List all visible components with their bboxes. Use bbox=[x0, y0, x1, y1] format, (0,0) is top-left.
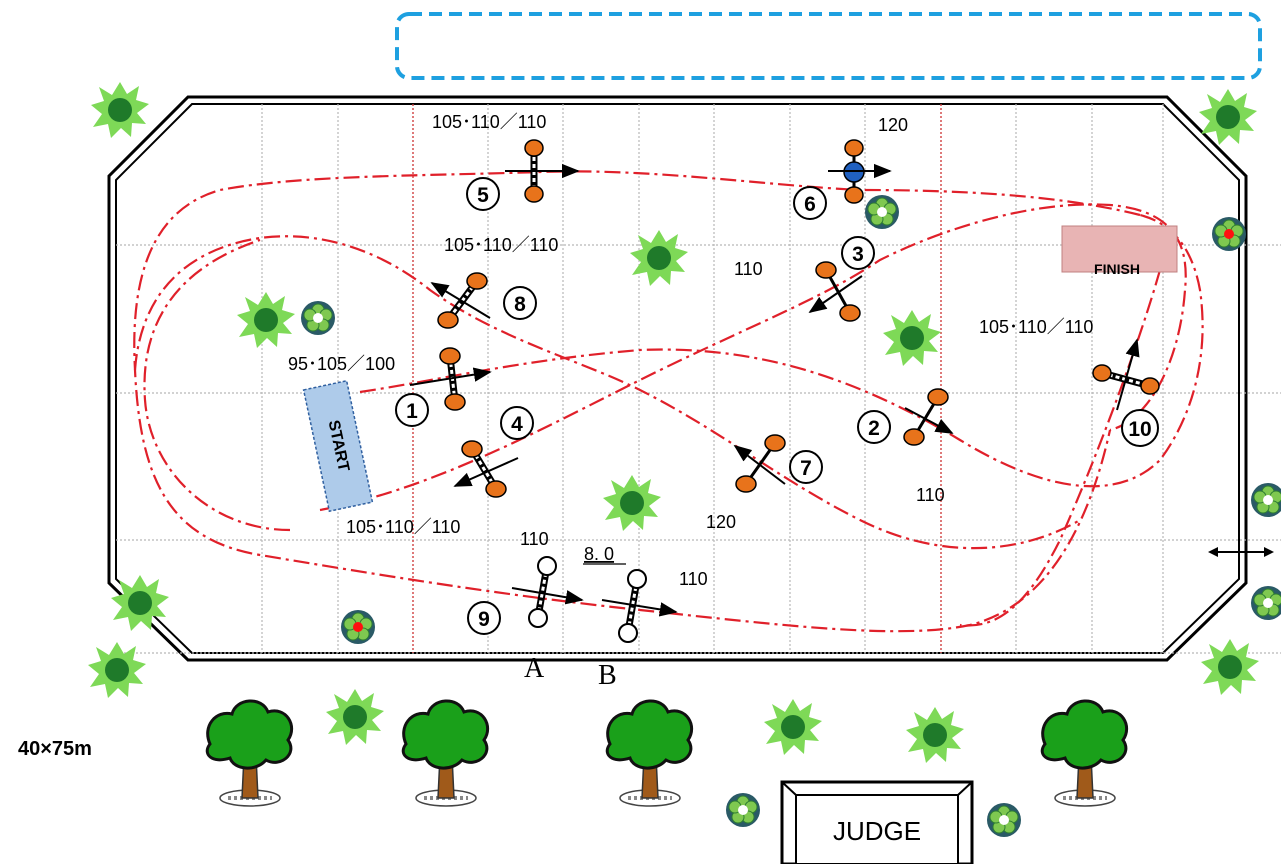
fence-number-10: 10 bbox=[1128, 418, 1151, 441]
fence-number-3: 3 bbox=[852, 243, 864, 266]
height-label-6: 120 bbox=[878, 115, 908, 135]
fence-10 bbox=[1092, 338, 1160, 411]
height-label-9a: 110 bbox=[520, 529, 549, 549]
height-label-10: 105･110／110 bbox=[979, 317, 1093, 337]
fence-4 bbox=[453, 440, 519, 498]
fence-number-5: 5 bbox=[477, 184, 489, 207]
height-label-9b: 110 bbox=[679, 569, 708, 589]
fence-number-8: 8 bbox=[514, 293, 526, 316]
route-line bbox=[133, 170, 1204, 633]
height-label-2: 110 bbox=[916, 485, 945, 505]
height-label-5: 105･110／110 bbox=[432, 112, 546, 132]
start-sign: START bbox=[302, 379, 374, 513]
note-box bbox=[395, 12, 1262, 80]
fence-number-4: 4 bbox=[511, 413, 523, 436]
fence-9b bbox=[601, 569, 678, 643]
fence-1 bbox=[409, 347, 492, 411]
comb-letter-a: A bbox=[524, 653, 545, 684]
grid-red bbox=[412, 104, 942, 653]
flower-pots bbox=[300, 194, 1281, 838]
arena-fence bbox=[107, 95, 1248, 662]
fence-9a bbox=[511, 556, 584, 628]
height-label-4: 105･110／110 bbox=[346, 517, 460, 537]
fence-number-9: 9 bbox=[478, 608, 490, 631]
height-label-3: 110 bbox=[734, 259, 763, 279]
judge-label: JUDGE bbox=[833, 816, 921, 846]
fence-7 bbox=[733, 434, 786, 493]
arena-size-label: 40×75m bbox=[18, 738, 92, 760]
fence-8 bbox=[430, 272, 491, 329]
fence-3 bbox=[808, 261, 863, 322]
fence-6 bbox=[828, 139, 892, 204]
fence-2 bbox=[903, 388, 954, 446]
fence-5 bbox=[505, 139, 580, 203]
height-label-1: 95･105／100 bbox=[288, 354, 395, 374]
height-labels: 105･110／110 120 105･110／110 110 105･110／… bbox=[288, 112, 1093, 589]
judge-box: JUDGE bbox=[780, 780, 974, 864]
grid bbox=[116, 104, 1281, 654]
finish-label: FINISH bbox=[1094, 261, 1140, 277]
fence-number-6: 6 bbox=[804, 193, 816, 216]
side-double-arrow bbox=[1208, 547, 1274, 557]
comb-letter-b: B bbox=[598, 660, 617, 691]
fence-number-2: 2 bbox=[868, 417, 880, 440]
fence-number-1: 1 bbox=[406, 400, 418, 423]
finish-sign: FINISH bbox=[1061, 225, 1178, 277]
height-label-8: 105･110／110 bbox=[444, 235, 558, 255]
fence-number-7: 7 bbox=[800, 457, 812, 480]
height-label-7: 120 bbox=[706, 512, 736, 532]
fence-number-circles: 1 2 3 4 5 6 7 8 9 10 bbox=[395, 177, 1159, 635]
distance-label: 8. 0 bbox=[584, 544, 614, 564]
